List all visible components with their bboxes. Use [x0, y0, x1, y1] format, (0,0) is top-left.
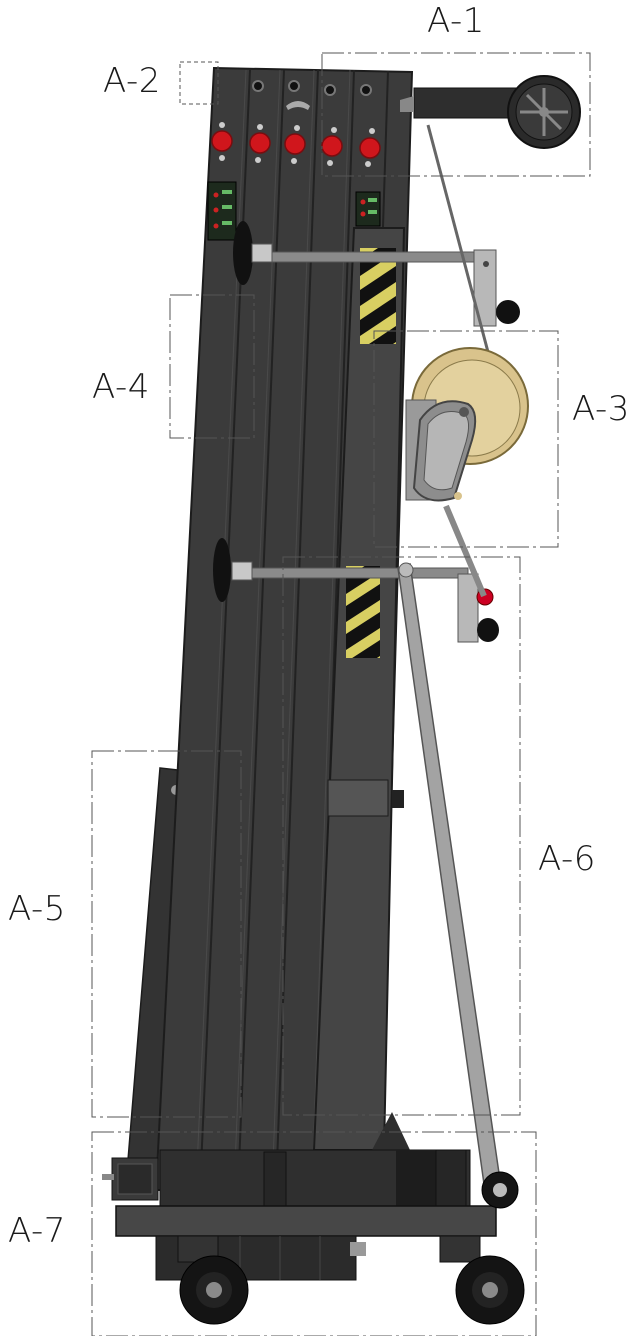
callout-label-a7: A-7 — [8, 1211, 66, 1251]
callout-label-a6: A-6 — [538, 839, 596, 879]
top-bolts — [252, 80, 372, 110]
callout-frame-a5 — [91, 750, 242, 1118]
callout-frame-a2 — [179, 61, 219, 105]
callout-frame-a6 — [282, 556, 521, 1116]
callout-frame-a3 — [373, 330, 559, 548]
carriage — [312, 227, 406, 1151]
callout-frame-a1 — [321, 52, 591, 177]
callout-label-a4: A-4 — [92, 367, 150, 407]
callout-frame-a4 — [169, 294, 255, 439]
top-pulley — [400, 75, 581, 353]
red-indicator-row — [211, 122, 381, 167]
winch — [405, 347, 529, 598]
caster-right — [439, 1235, 525, 1325]
callout-label-a2: A-2 — [103, 61, 161, 101]
lower-stabilizer-rod — [213, 538, 499, 643]
upper-stabilizer-rod — [233, 221, 520, 327]
callout-label-a5: A-5 — [8, 889, 66, 929]
callout-frames — [91, 52, 591, 1337]
diagonal-strut — [397, 562, 501, 1185]
callout-label-a1: A-1 — [427, 1, 485, 41]
warning-decals — [207, 181, 381, 241]
callout-label-a3: A-3 — [572, 389, 630, 429]
caster-left — [177, 1235, 249, 1325]
